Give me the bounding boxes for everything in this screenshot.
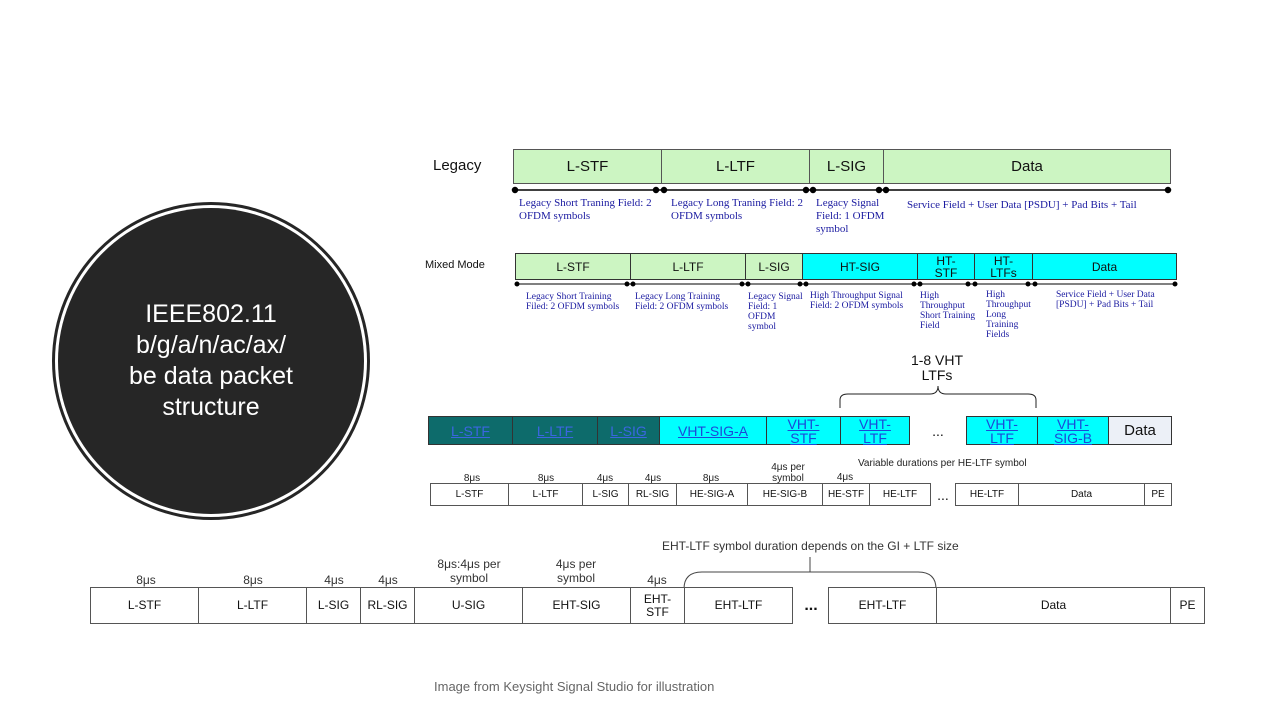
mixed-field: L-STF: [515, 253, 631, 280]
he-duration: 4μs: [596, 473, 614, 484]
eht-duration: 4μs: [647, 573, 667, 587]
he-field: HE-SIG-B: [747, 483, 823, 506]
title-circle: IEEE802.11 b/g/a/n/ac/ax/ be data packet…: [58, 208, 364, 514]
mixed-label: Mixed Mode: [425, 259, 485, 271]
vht-field: L-SIG: [597, 416, 660, 445]
vht-field: VHT-SIG-A: [659, 416, 767, 445]
mixed-field: L-SIG: [745, 253, 803, 280]
eht-field: EHT-SIG: [522, 587, 631, 624]
he-field: L-SIG: [582, 483, 629, 506]
mixed-note: High Throughput Short Training Field: [920, 291, 976, 331]
vht-field: VHT-LTF: [840, 416, 910, 445]
eht-field: Data: [936, 587, 1171, 624]
eht-field: L-STF: [90, 587, 199, 624]
he-field: HE-LTF: [869, 483, 931, 506]
vht-field: VHT-STF: [766, 416, 841, 445]
eht-field: L-SIG: [306, 587, 361, 624]
eht-field: U-SIG: [414, 587, 523, 624]
vht-field: L-LTF: [512, 416, 598, 445]
he-note: Variable durations per HE-LTF symbol: [858, 458, 1027, 469]
circle-title: IEEE802.11 b/g/a/n/ac/ax/ be data packet…: [111, 299, 311, 423]
eht-duration: 8μs: [136, 573, 156, 587]
eht-field: RL-SIG: [360, 587, 415, 624]
mixed-note: High Throughput Signal Field: 2 OFDM sym…: [810, 291, 904, 311]
he-field: Data: [1018, 483, 1145, 506]
he-duration: 4μs: [836, 472, 854, 483]
mixed-field: L-LTF: [630, 253, 746, 280]
circle-line-4: structure: [162, 393, 260, 421]
he-field: HE-STF: [822, 483, 870, 506]
mixed-note: Legacy Signal Field: 1 OFDM symbol: [748, 292, 803, 332]
eht-field: PE: [1170, 587, 1205, 624]
eht-duration: 4μs: [324, 573, 344, 587]
circle-line-2: b/g/a/n/ac/ax/: [135, 331, 287, 359]
vht-field: VHT-SIG-B: [1037, 416, 1109, 445]
mixed-note: Legacy Short Training Filed: 2 OFDM symb…: [526, 292, 620, 312]
vht-field: Data: [1108, 416, 1172, 445]
vht-ellipsis: ...: [932, 422, 944, 439]
he-field: HE-LTF: [955, 483, 1019, 506]
eht-duration: 8μs:4μs per symbol: [437, 557, 501, 585]
mixed-field: Data: [1032, 253, 1177, 280]
he-duration: 8μs: [463, 473, 481, 484]
vht-field: VHT-LTF: [966, 416, 1038, 445]
legacy-label: Legacy: [433, 157, 482, 174]
vht-field: L-STF: [428, 416, 513, 445]
circle-line-1: IEEE802.11: [145, 300, 277, 328]
circle-line-3: be data packet: [128, 362, 293, 390]
eht-note: EHT-LTF symbol duration depends on the G…: [662, 539, 959, 553]
legacy-note: Legacy Long Traning Field: 2 OFDM symbol…: [671, 197, 803, 222]
mixed-field: HT-STF: [917, 253, 975, 280]
eht-duration: 8μs: [243, 573, 263, 587]
legacy-field: Data: [883, 149, 1171, 184]
he-field: L-LTF: [508, 483, 583, 506]
he-field: HE-SIG-A: [676, 483, 748, 506]
eht-field: EHT-STF: [630, 587, 685, 624]
caption: Image from Keysight Signal Studio for il…: [434, 679, 715, 694]
he-field: PE: [1144, 483, 1172, 506]
mixed-note: Service Field + User Data [PSDU] + Pad B…: [1056, 290, 1155, 310]
eht-field: EHT-LTF: [828, 587, 937, 624]
mixed-field: HT-SIG: [802, 253, 918, 280]
he-duration: 8μs: [702, 473, 720, 484]
he-duration: 8μs: [537, 473, 555, 484]
he-duration: 4μs: [644, 473, 662, 484]
mixed-note: High Throughput Long Training Fields: [986, 290, 1031, 340]
mixed-field: HT-LTFs: [974, 253, 1033, 280]
eht-duration: 4μs per symbol: [555, 557, 597, 585]
he-field: RL-SIG: [628, 483, 677, 506]
legacy-note: Legacy Signal Field: 1 OFDM symbol: [816, 197, 885, 235]
eht-ellipsis: ...: [794, 587, 828, 624]
legacy-note: Service Field + User Data [PSDU] + Pad B…: [907, 199, 1137, 211]
mixed-note: Legacy Long Training Field: 2 OFDM symbo…: [635, 292, 729, 312]
legacy-field: L-STF: [513, 149, 662, 184]
he-ellipsis: ...: [932, 483, 954, 506]
vht-bracket-label: 1-8 VHT LTFs: [910, 352, 964, 383]
he-field: L-STF: [430, 483, 509, 506]
legacy-field: L-SIG: [809, 149, 884, 184]
eht-field: L-LTF: [198, 587, 307, 624]
he-duration: 4μs per symbol: [771, 462, 805, 484]
eht-duration: 4μs: [378, 573, 398, 587]
legacy-note: Legacy Short Traning Field: 2 OFDM symbo…: [519, 197, 652, 222]
eht-field: EHT-LTF: [684, 587, 793, 624]
legacy-field: L-LTF: [661, 149, 810, 184]
